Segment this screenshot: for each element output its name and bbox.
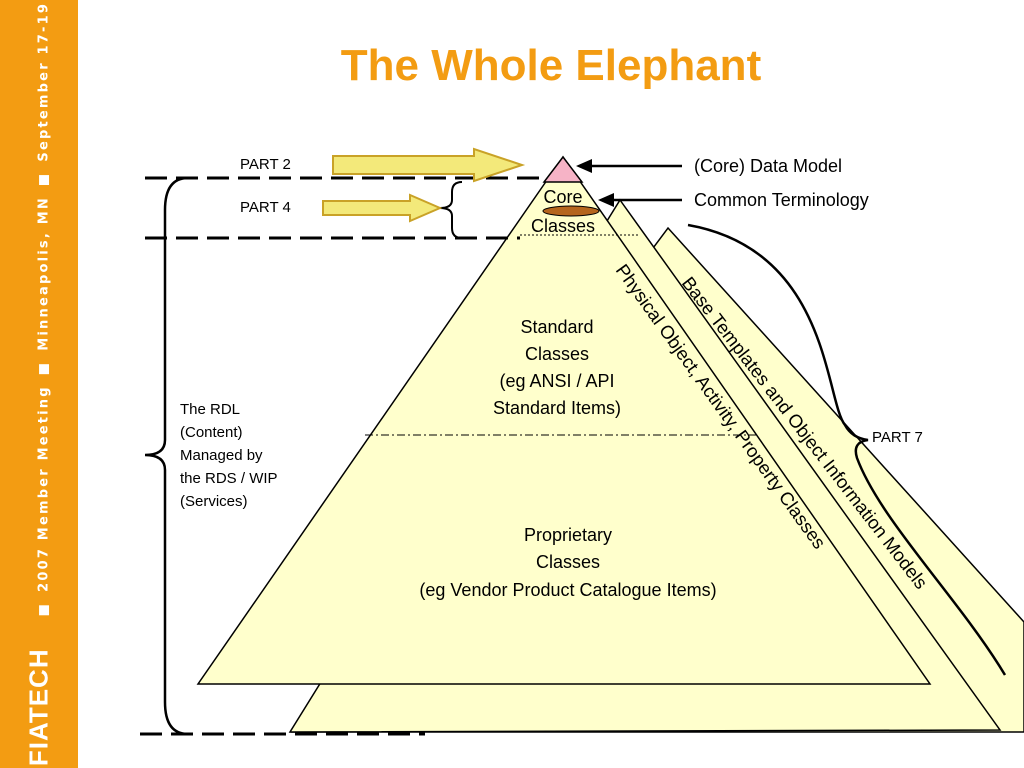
core-data-model-label: (Core) Data Model <box>694 156 842 176</box>
rdl-brace <box>144 176 189 736</box>
core-label: Classes <box>531 216 595 236</box>
standard-label: Standard <box>520 317 593 337</box>
standard-label: Standard Items) <box>493 398 621 418</box>
rdl-note-line: The RDL <box>180 401 240 418</box>
standard-label: (eg ANSI / API <box>499 371 614 391</box>
rdl-note-line: Managed by <box>180 447 263 464</box>
data-model-arrowhead <box>576 159 592 173</box>
part2-label: PART 2 <box>240 156 291 173</box>
common-terminology-label: Common Terminology <box>694 190 869 210</box>
rdl-note-line: (Services) <box>180 493 248 510</box>
sidebar-banner: FIATECH■2007 Member Meeting■Minneapolis,… <box>0 0 78 768</box>
rdl-note-line: the RDS / WIP <box>180 470 278 487</box>
slide-title: The Whole Elephant <box>340 41 762 90</box>
core-apex <box>542 155 584 183</box>
core-label: Core <box>543 187 582 207</box>
standard-label: Classes <box>525 344 589 364</box>
part7-label: PART 7 <box>872 429 923 446</box>
proprietary-label: (eg Vendor Product Catalogue Items) <box>419 580 716 600</box>
main-pyramid <box>196 155 932 685</box>
part4-brace <box>439 181 463 239</box>
part4-label: PART 4 <box>240 199 291 216</box>
rdl-note-line: (Content) <box>180 424 243 441</box>
part2-arrow <box>332 147 526 183</box>
part4-arrow <box>322 193 443 223</box>
core-ellipse <box>542 205 600 217</box>
part7-brace <box>687 223 1007 676</box>
proprietary-label: Proprietary <box>524 525 612 545</box>
proprietary-label: Classes <box>536 552 600 572</box>
terminology-arrowhead <box>598 193 614 207</box>
